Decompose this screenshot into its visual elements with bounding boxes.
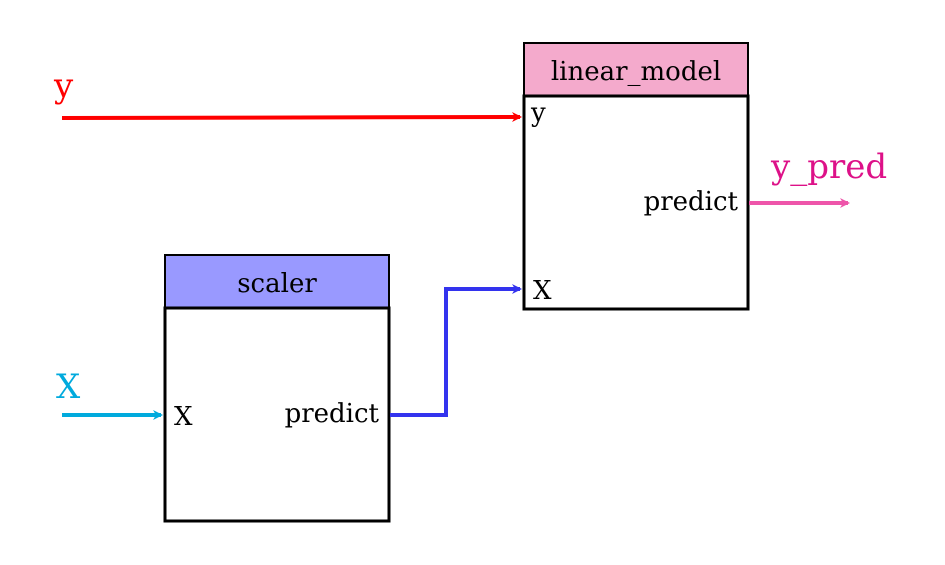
linear-model-body xyxy=(522,94,750,311)
scaler-title: scaler xyxy=(237,269,317,299)
linear-model-title: linear_model xyxy=(551,57,721,87)
scaler-body xyxy=(163,306,391,523)
node-scaler[interactable]: scaler X predict xyxy=(163,254,391,523)
scaler-port-x: X xyxy=(174,402,193,432)
input-label-y: y xyxy=(53,66,74,106)
linear-model-port-x: X xyxy=(533,276,552,306)
linear-model-port-predict: predict xyxy=(644,187,739,217)
edge-scaler-to-linear-model xyxy=(390,284,522,417)
node-linear-model[interactable]: linear_model y X predict xyxy=(522,42,750,311)
scaler-port-predict: predict xyxy=(285,399,380,429)
edge-y-to-linear-model xyxy=(61,112,522,123)
input-label-x: X xyxy=(56,367,81,407)
linear-model-header xyxy=(523,42,749,97)
linear-model-port-y: y xyxy=(530,98,546,128)
output-label-y-pred: y_pred xyxy=(770,147,887,187)
